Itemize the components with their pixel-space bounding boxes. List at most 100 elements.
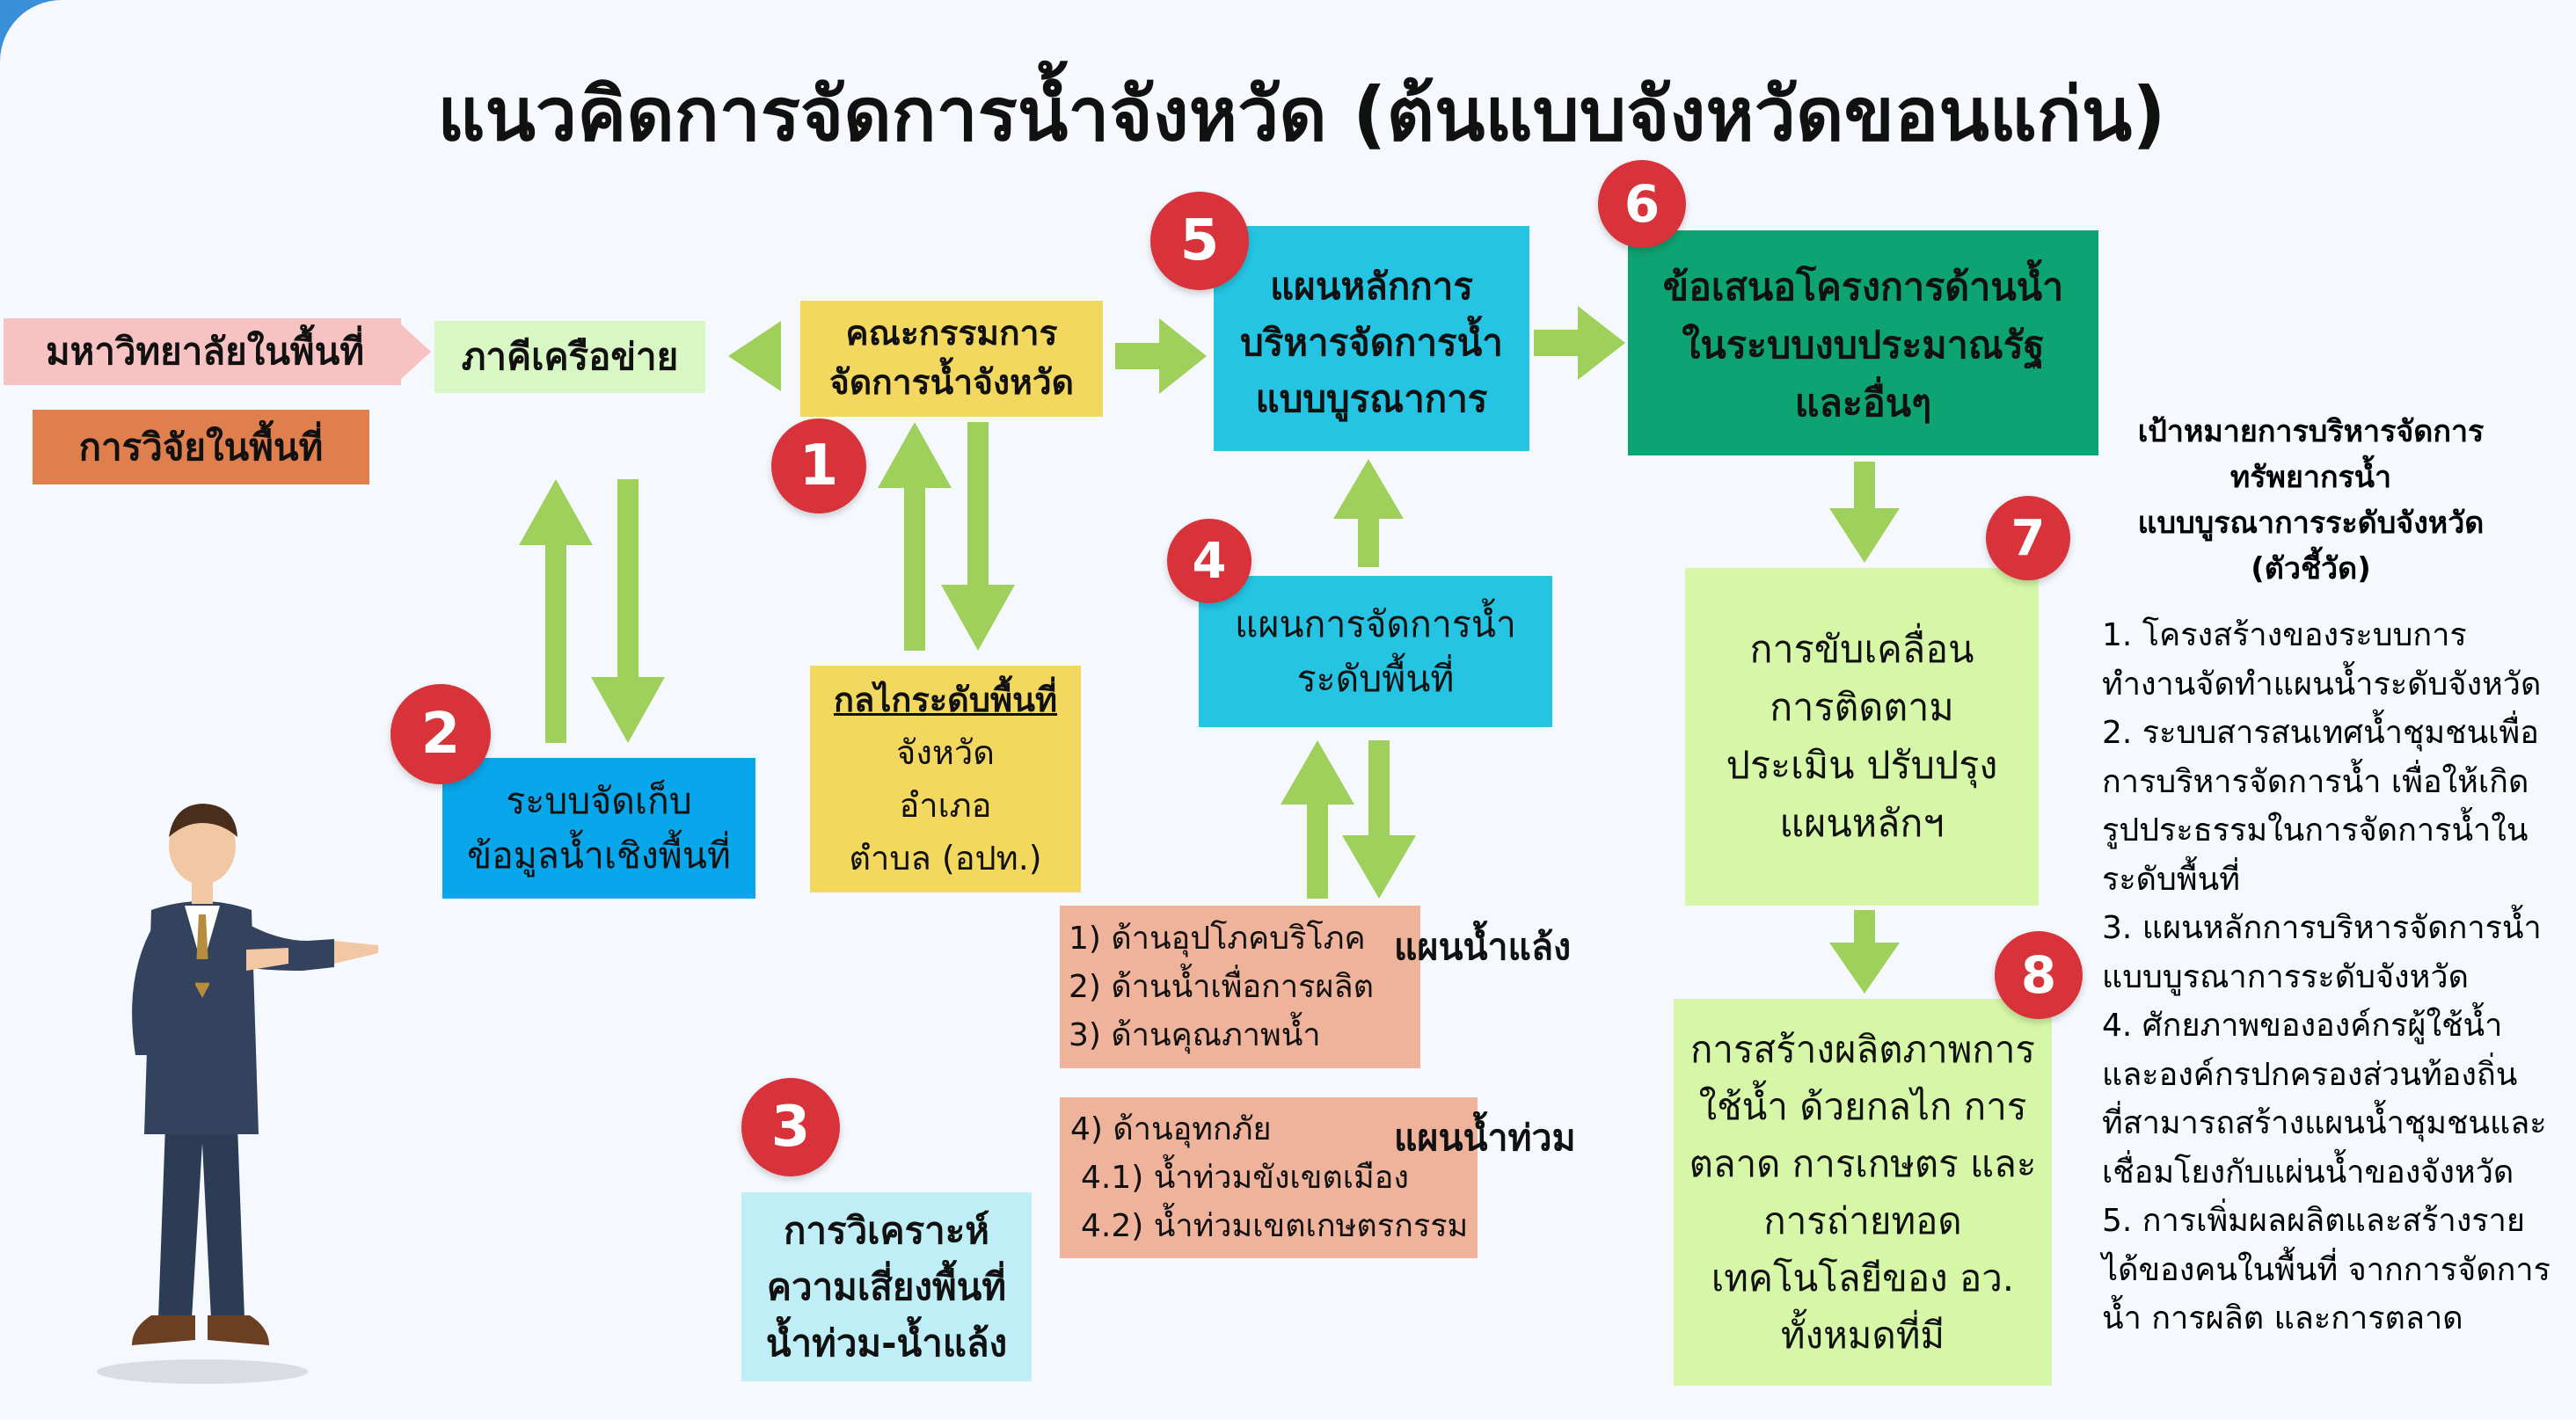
database-line: ข้อมูลน้ำเชิงพื้นที่ (467, 834, 731, 877)
goals-panel: เป้าหมายการบริหารจัดการ ทรัพยากรน้ำ แบบบ… (2102, 409, 2564, 1344)
step-badge-2: 2 (390, 684, 491, 784)
goals-line: ที่สามารถสร้างแผนน้ำชุมชนและ (2102, 1105, 2547, 1141)
step-badge-1: 1 (771, 419, 866, 513)
committee-line: คณะกรรมการ (845, 314, 1058, 353)
drive-line: การขับเคลื่อน (1749, 628, 1974, 672)
goals-line: แบบบูรณาการระดับจังหวัด (2102, 958, 2469, 995)
committee-box: คณะกรรมการ จัดการน้ำจังหวัด (800, 301, 1103, 417)
network-label: ภาคีเครือข่าย (461, 335, 679, 378)
drive-line: แผนหลักฯ (1779, 802, 1945, 846)
productivity-line: ตลาด การเกษตร และ (1689, 1142, 2037, 1185)
productivity-line: การถ่ายทอด (1763, 1199, 1962, 1242)
goals-heading-line: แบบบูรณาการระดับจังหวัด (2137, 506, 2485, 541)
mechanism-line: ตำบล (อปท.) (849, 839, 1042, 877)
goals-line: 1. โครงสร้างของระบบการ (2102, 617, 2467, 653)
arrow-area-plan-to-master-plan (1333, 459, 1404, 567)
drought-items-box: 1) ด้านอุปโภคบริโภค 2) ด้านน้ำเพื่อการผล… (1060, 906, 1420, 1068)
risk-line: ความเสี่ยงพื้นที่ (766, 1264, 1007, 1308)
master-plan-line: แบบบูรณาการ (1255, 377, 1488, 420)
risk-line: การวิเคราะห์ (784, 1208, 989, 1252)
arrow-master-plan-to-proposal (1534, 306, 1625, 380)
drought-plan-label: แผนน้ำแล้ง (1394, 926, 1572, 968)
goals-line: รูปประธรรมในการจัดการน้ำใน (2102, 812, 2529, 848)
research-box: การวิจัยในพื้นที่ (33, 410, 369, 484)
flood-plan-label: แผนน้ำท่วม (1394, 1117, 1576, 1159)
drive-line: ประเมิน ปรับปรุง (1726, 744, 1998, 788)
database-line: ระบบจัดเก็บ (506, 780, 692, 822)
goals-heading-line: เป้าหมายการบริหารจัดการ (2137, 414, 2485, 449)
step-badge-7: 7 (1986, 496, 2070, 580)
master-plan-line: บริหารจัดการน้ำ (1240, 321, 1503, 364)
research-label: การวิจัยในพื้นที่ (78, 425, 324, 469)
step-badge-3: 3 (741, 1078, 840, 1176)
goals-line: 3. แผนหลักการบริหารจัดการน้ำ (2102, 910, 2542, 946)
master-plan-line: แผนหลักการ (1270, 265, 1473, 308)
arrow-database-to-network (519, 479, 593, 743)
step-badge-4: 4 (1167, 519, 1252, 603)
goals-line: 2. ระบบสารสนเทศน้ำชุมชนเพื่อ (2102, 715, 2539, 751)
university-box: มหาวิทยาลัยในพื้นที่ (4, 318, 401, 385)
productivity-line: การสร้างผลิตภาพการ (1689, 1028, 2035, 1071)
university-label: มหาวิทยาลัยในพื้นที่ (45, 330, 365, 373)
risk-box: การวิเคราะห์ ความเสี่ยงพื้นที่ น้ำท่วม-น… (741, 1192, 1032, 1381)
mechanism-title: กลไกระดับพื้นที่ (833, 681, 1058, 719)
network-box: ภาคีเครือข่าย (434, 321, 705, 393)
arrow-committee-to-master-plan (1115, 318, 1207, 394)
mechanism-box: กลไกระดับพื้นที่ จังหวัด อำเภอ ตำบล (อปท… (810, 666, 1081, 892)
master-plan-box: แผนหลักการ บริหารจัดการน้ำ แบบบูรณาการ (1214, 226, 1529, 451)
area-plan-box: แผนการจัดการน้ำ ระดับพื้นที่ (1199, 576, 1552, 727)
mechanism-line: อำเภอ (899, 786, 992, 825)
productivity-line: ทั้งหมดที่มี (1780, 1314, 1945, 1357)
arrow-committee-to-network (728, 321, 781, 391)
area-plan-line: แผนการจัดการน้ำ (1235, 603, 1516, 645)
proposal-line: และอื่นๆ (1794, 382, 1932, 426)
mechanism-line: จังหวัด (896, 733, 995, 772)
step-badge-5: 5 (1150, 192, 1249, 290)
flood-item: 4) ด้านอุทกภัย (1070, 1111, 1272, 1147)
goals-line: ทำงานจัดทำแผนน้ำระดับจังหวัด (2102, 666, 2542, 703)
risk-line: น้ำท่วม-น้ำแล้ง (765, 1321, 1008, 1365)
drive-line: การติดตาม (1770, 686, 1954, 730)
page-title: แนวคิดการจัดการน้ำจังหวัด (ต้นแบบจังหวัด… (437, 71, 2166, 157)
goals-line: ระดับพื้นที่ (2102, 861, 2240, 898)
step-badge-8: 8 (1995, 931, 2083, 1019)
goals-line: เชื่อมโยงกับแผ่นน้ำของจังหวัด (2102, 1154, 2514, 1191)
goals-line: การบริหารจัดการน้ำ เพื่อให้เกิด (2102, 763, 2529, 800)
flood-item: 4.1) น้ำท่วมขังเขตเมือง (1081, 1160, 1409, 1196)
arrow-items-to-area-plan (1281, 740, 1354, 899)
goals-list: 1. โครงสร้างของระบบการ ทำงานจัดทำแผนน้ำร… (2102, 611, 2564, 1344)
goals-line: 4. ศักยภาพขององค์กรผู้ใช้น้ำ (2102, 1008, 2503, 1044)
database-box: ระบบจัดเก็บ ข้อมูลน้ำเชิงพื้นที่ (442, 758, 755, 899)
university-label-pointer (400, 324, 431, 380)
arrow-network-to-database (591, 479, 665, 743)
arrow-area-plan-to-items (1342, 740, 1416, 899)
arrow-proposal-to-drive (1829, 462, 1900, 563)
goals-line: และองค์กรปกครองส่วนท้องถิ่น (2102, 1056, 2518, 1093)
arrow-committee-to-mechanism (941, 422, 1015, 651)
goals-line: 5. การเพิ่มผลผลิตและสร้างราย (2102, 1203, 2525, 1239)
flood-item: 4.2) น้ำท่วมเขตเกษตรกรรม (1081, 1208, 1469, 1244)
flood-items-box: 4) ด้านอุทกภัย 4.1) น้ำท่วมขังเขตเมือง 4… (1060, 1097, 1478, 1258)
proposal-line: ข้อเสนอโครงการด้านน้ำ (1662, 266, 2064, 309)
goals-heading-line: (ตัวชี้วัด) (2251, 551, 2371, 586)
goals-heading-line: ทรัพยากรน้ำ (2229, 460, 2392, 495)
goals-line: น้ำ การผลิต และการตลาด (2102, 1300, 2463, 1336)
proposal-line: ในระบบงบประมาณรัฐ (1682, 324, 2045, 368)
arrow-drive-to-productivity (1829, 910, 1900, 994)
productivity-line: ใช้น้ำ ด้วยกลไก การ (1698, 1085, 2027, 1128)
productivity-line: เทคโนโลยีของ อว. (1711, 1256, 2015, 1300)
committee-line: จัดการน้ำจังหวัด (828, 363, 1075, 403)
drought-item: 1) ด้านอุปโภคบริโภค (1069, 921, 1366, 957)
drive-box: การขับเคลื่อน การติดตาม ประเมิน ปรับปรุง… (1685, 568, 2039, 906)
goals-heading: เป้าหมายการบริหารจัดการ ทรัพยากรน้ำ แบบบ… (2058, 409, 2564, 592)
productivity-box: การสร้างผลิตภาพการ ใช้น้ำ ด้วยกลไก การ ต… (1674, 999, 2052, 1386)
area-plan-line: ระดับพื้นที่ (1296, 658, 1455, 700)
presenter-illustration (97, 804, 378, 1384)
step-badge-6: 6 (1598, 160, 1686, 248)
goals-line: ได้ของคนในพื้นที่ จากการจัดการ (2102, 1251, 2550, 1288)
drought-item: 2) ด้านน้ำเพื่อการผลิต (1069, 969, 1374, 1005)
arrow-mechanism-to-committee (878, 422, 952, 651)
proposal-box: ข้อเสนอโครงการด้านน้ำ ในระบบงบประมาณรัฐ … (1628, 230, 2098, 455)
